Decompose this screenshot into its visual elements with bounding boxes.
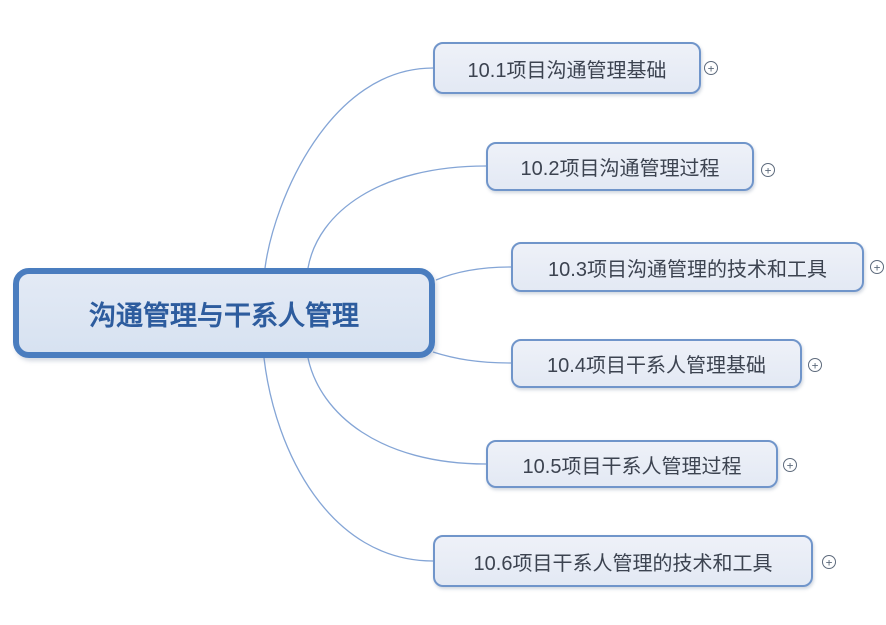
branch-node-label: 10.3项目沟通管理的技术和工具 xyxy=(548,258,827,281)
branch-node-label: 10.6项目干系人管理的技术和工具 xyxy=(473,552,773,575)
branch-node-1[interactable]: 10.1项目沟通管理基础 xyxy=(433,42,701,94)
expand-icon[interactable]: + xyxy=(870,260,884,274)
expand-icon[interactable]: + xyxy=(822,555,836,569)
branch-node-6[interactable]: 10.6项目干系人管理的技术和工具 xyxy=(433,535,813,587)
root-node[interactable]: 沟通管理与干系人管理 xyxy=(13,268,435,358)
branch-node-label: 10.5项目干系人管理过程 xyxy=(522,455,742,478)
branch-node-label: 10.4项目干系人管理基础 xyxy=(547,355,766,377)
connector-line-6 xyxy=(263,357,434,562)
expand-icon[interactable]: + xyxy=(761,163,775,177)
branch-node-label: 10.2项目沟通管理过程 xyxy=(520,158,720,180)
expand-icon[interactable]: + xyxy=(783,458,797,472)
branch-node-2[interactable]: 10.2项目沟通管理过程 xyxy=(486,142,754,191)
branch-node-4[interactable]: 10.4项目干系人管理基础 xyxy=(511,339,802,388)
connector-line-1 xyxy=(264,67,434,269)
branch-node-3[interactable]: 10.3项目沟通管理的技术和工具 xyxy=(511,242,864,292)
connector-line-3 xyxy=(435,266,512,281)
branch-node-label: 10.1项目沟通管理基础 xyxy=(467,59,667,82)
connector-line-5 xyxy=(307,357,487,465)
connector-line-4 xyxy=(432,351,512,364)
root-node-label: 沟通管理与干系人管理 xyxy=(89,300,359,331)
branch-node-5[interactable]: 10.5项目干系人管理过程 xyxy=(486,440,778,488)
connector-line-2 xyxy=(307,165,487,269)
expand-icon[interactable]: + xyxy=(704,61,718,75)
expand-icon[interactable]: + xyxy=(808,358,822,372)
